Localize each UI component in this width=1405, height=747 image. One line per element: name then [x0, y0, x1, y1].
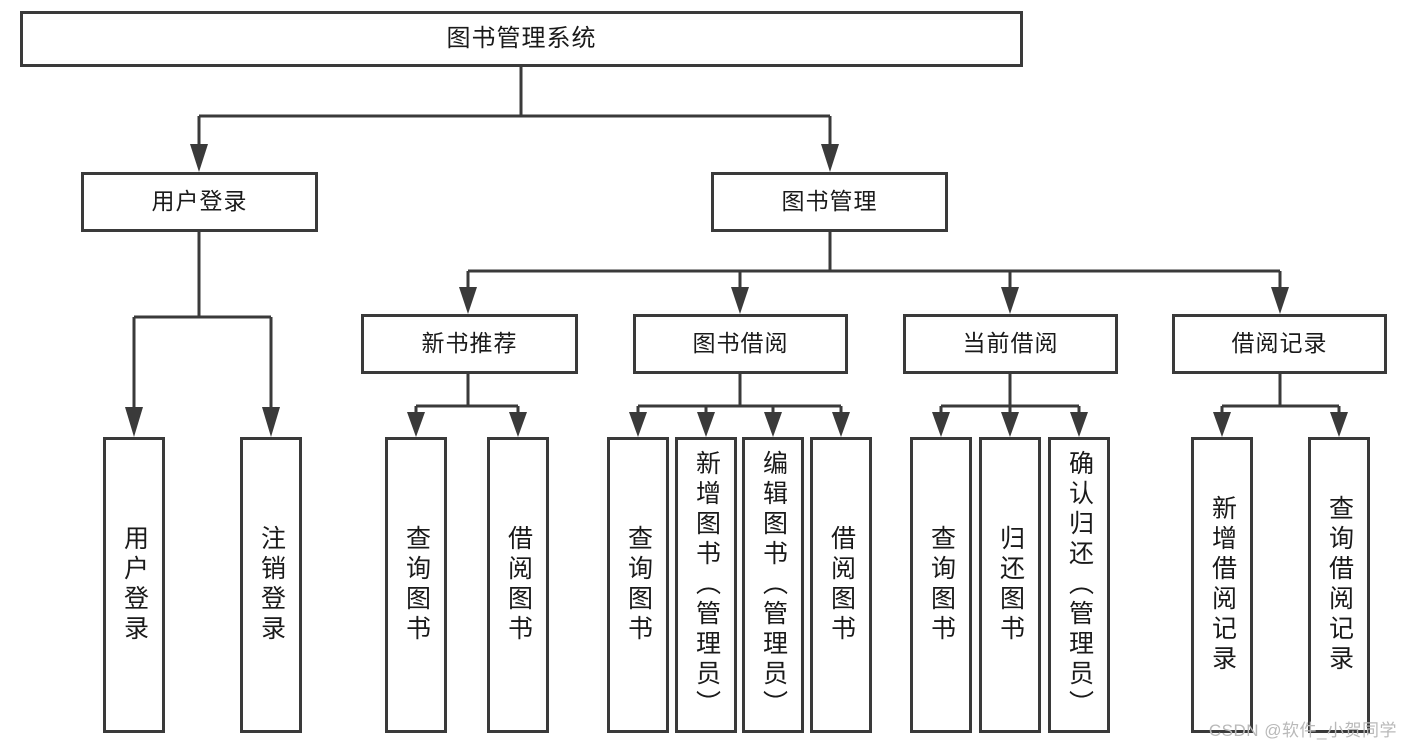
leaf-new-book-borrow[interactable]: 借阅图书 [487, 437, 549, 733]
leaf-borrow-record-query[interactable]: 查询借阅记录 [1308, 437, 1370, 733]
node-current-borrow[interactable]: 当前借阅 [903, 314, 1118, 374]
node-label: 用户登录 [151, 188, 248, 215]
node-label: 新书推荐 [421, 330, 518, 357]
leaf-user-login-signout[interactable]: 注销登录 [240, 437, 302, 733]
leaf-current-borrow-return[interactable]: 归还图书 [979, 437, 1041, 733]
leaf-book-borrow-edit[interactable]: 编辑图书（管理员） [742, 437, 804, 733]
leaf-book-borrow-lend[interactable]: 借阅图书 [810, 437, 872, 733]
node-root-system[interactable]: 图书管理系统 [20, 11, 1023, 67]
node-label: 编辑图书（管理员） [759, 450, 788, 720]
node-book-management[interactable]: 图书管理 [711, 172, 948, 232]
node-label: 用户登录 [120, 525, 149, 645]
node-label: 查询图书 [624, 525, 653, 645]
node-label: 查询借阅记录 [1325, 495, 1354, 675]
node-label: 新增借阅记录 [1208, 495, 1237, 675]
node-label: 确认归还（管理员） [1065, 450, 1094, 720]
node-user-login[interactable]: 用户登录 [81, 172, 318, 232]
leaf-user-login-signin[interactable]: 用户登录 [103, 437, 165, 733]
leaf-new-book-query[interactable]: 查询图书 [385, 437, 447, 733]
node-label: 图书借阅 [692, 330, 789, 357]
leaf-current-borrow-confirm-return[interactable]: 确认归还（管理员） [1048, 437, 1110, 733]
node-label: 借阅图书 [827, 525, 856, 645]
node-label: 注销登录 [257, 525, 286, 645]
node-label: 新增图书（管理员） [692, 450, 721, 720]
node-label: 当前借阅 [962, 330, 1059, 357]
node-label: 查询图书 [927, 525, 956, 645]
node-label: 图书管理 [781, 188, 878, 215]
node-book-borrow[interactable]: 图书借阅 [633, 314, 848, 374]
leaf-book-borrow-query[interactable]: 查询图书 [607, 437, 669, 733]
leaf-book-borrow-add[interactable]: 新增图书（管理员） [675, 437, 737, 733]
node-label: 借阅图书 [504, 525, 533, 645]
node-label: 借阅记录 [1231, 330, 1328, 357]
leaf-borrow-record-add[interactable]: 新增借阅记录 [1191, 437, 1253, 733]
node-label: 查询图书 [402, 525, 431, 645]
leaf-current-borrow-query[interactable]: 查询图书 [910, 437, 972, 733]
node-borrow-record[interactable]: 借阅记录 [1172, 314, 1387, 374]
node-label: 归还图书 [996, 525, 1025, 645]
node-new-book-recommend[interactable]: 新书推荐 [361, 314, 578, 374]
csdn-watermark: CSDN @软件_小贺同学 [1208, 721, 1397, 740]
node-label: 图书管理系统 [446, 24, 597, 52]
